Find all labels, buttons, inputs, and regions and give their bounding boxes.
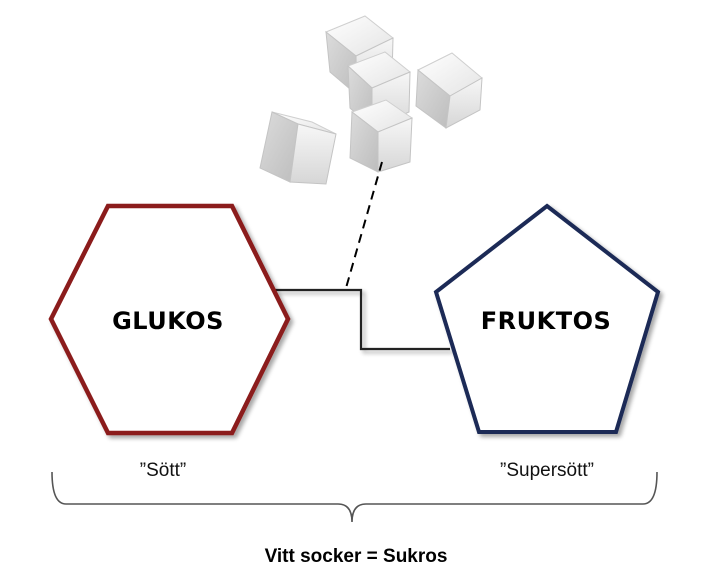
glucose-label: GLUKOS bbox=[112, 307, 224, 335]
sucrose-caption: Vitt socker = Sukros bbox=[265, 546, 448, 567]
fructose-pentagon bbox=[433, 203, 661, 434]
glucose-description: ”Sött” bbox=[140, 460, 186, 481]
sugar-cubes-image bbox=[259, 15, 483, 185]
fructose-description: ”Supersött” bbox=[500, 460, 594, 481]
glycosidic-bond-line bbox=[275, 288, 450, 351]
fructose-label: FRUKTOS bbox=[481, 307, 612, 335]
sugar-cube bbox=[349, 99, 414, 173]
glucose-hexagon bbox=[48, 203, 291, 436]
dashed-pointer-line bbox=[345, 161, 383, 289]
sugar-cube bbox=[259, 111, 337, 185]
curly-brace bbox=[51, 471, 658, 523]
sugar-cube bbox=[415, 52, 483, 129]
